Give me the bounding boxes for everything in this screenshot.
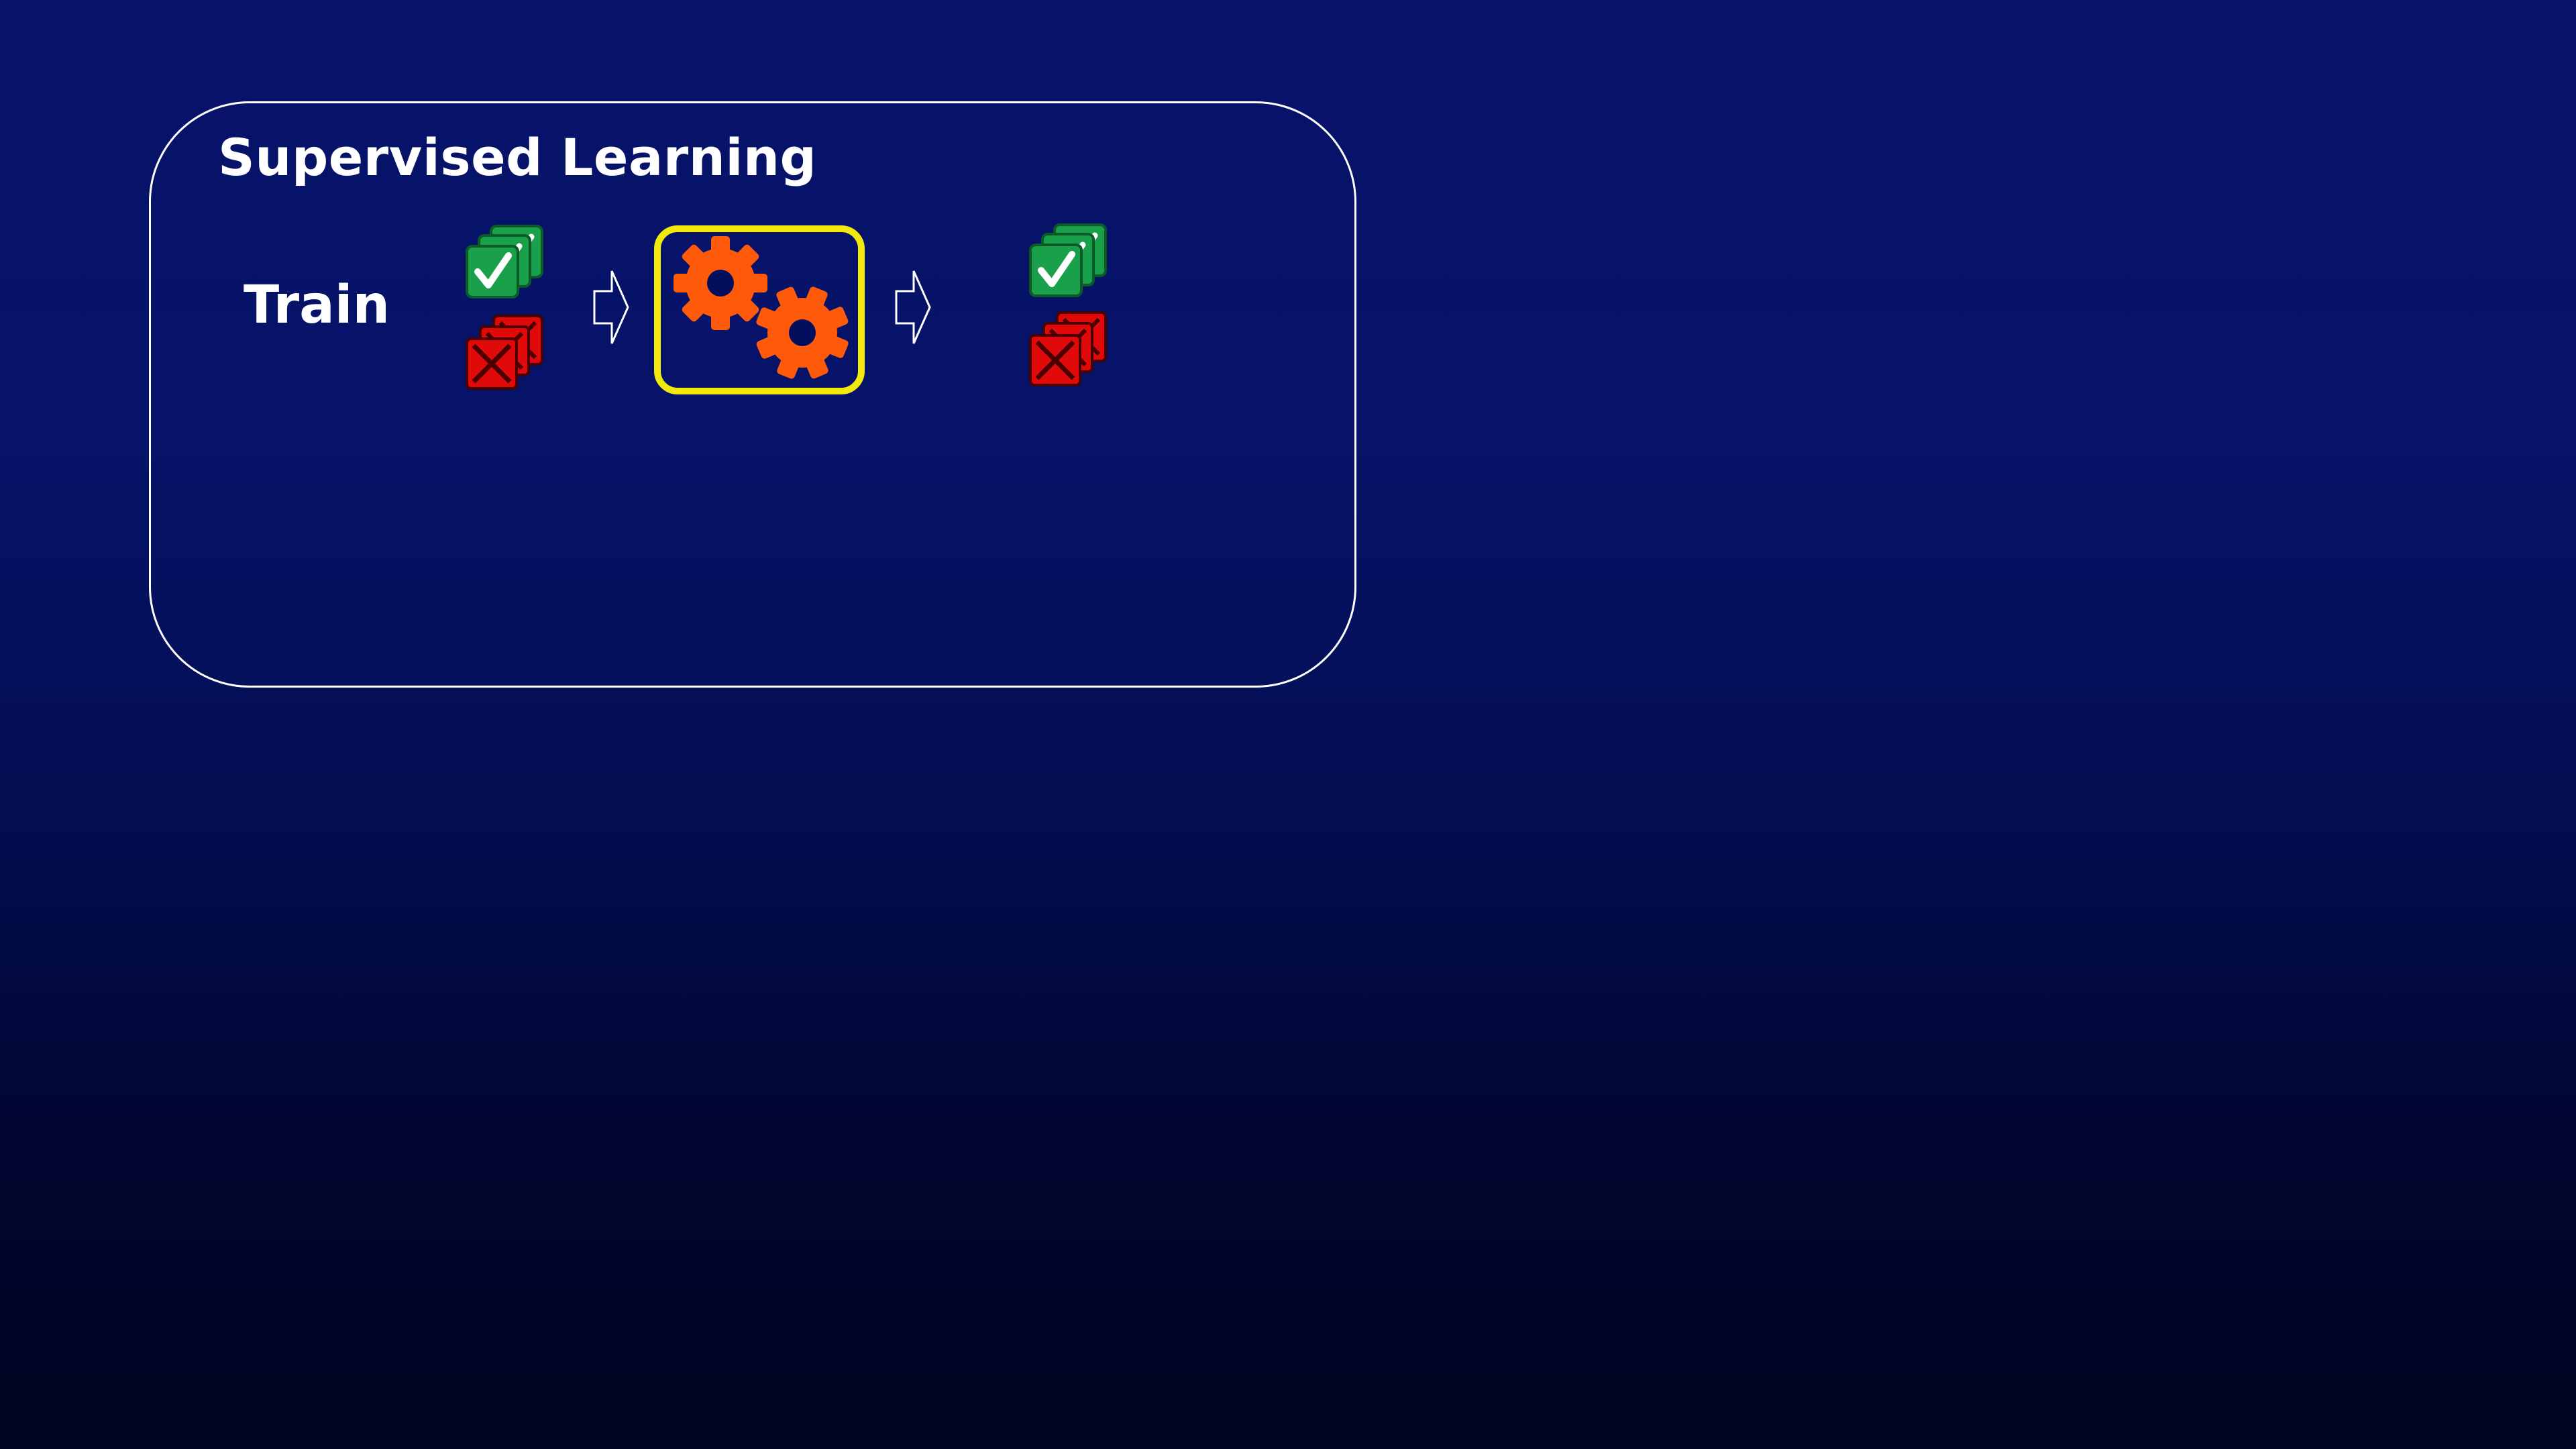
input-check-stack-icon (464, 225, 551, 312)
panel-title: Supervised Learning (218, 127, 817, 187)
right-arrow-icon (593, 268, 631, 346)
supervised-learning-panel (149, 101, 1356, 688)
model-box (653, 225, 865, 395)
output-x-stack-icon (1028, 309, 1115, 396)
input-x-stack-icon (464, 312, 551, 399)
right-arrow-icon (895, 268, 932, 346)
output-check-stack-icon (1028, 223, 1115, 311)
gears-icon (674, 236, 855, 384)
train-label: Train (244, 275, 390, 335)
